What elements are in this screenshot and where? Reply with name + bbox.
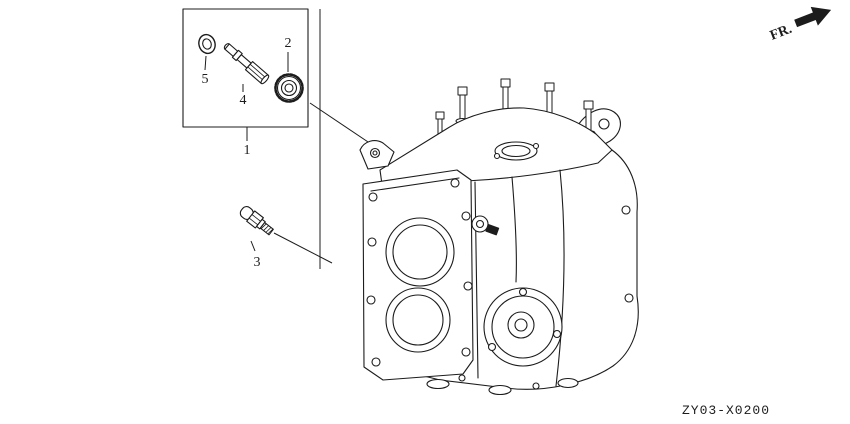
fr-arrow-icon [794, 6, 832, 28]
side-boss-hole [621, 205, 631, 215]
body-form-line [474, 181, 479, 379]
thermostat-opening [493, 141, 540, 161]
bottom-flange [426, 374, 579, 396]
leader-line-part3 [250, 240, 256, 252]
leader-line-part5 [204, 55, 207, 71]
parts-group-box [182, 8, 309, 128]
crankcase-cover [483, 287, 563, 367]
callout-part-4: 4 [240, 93, 247, 108]
engine-block-illustration [359, 78, 639, 396]
cylinder-bores [385, 217, 455, 353]
callout-part-3: 3 [254, 255, 261, 270]
callout-part-1: 1 [244, 143, 251, 158]
sensor-part-illustration [239, 206, 274, 236]
callout-part-5: 5 [202, 72, 209, 87]
shaft-part-illustration [223, 43, 270, 85]
gear-part-illustration [274, 73, 304, 103]
leader-line-sensor-to-block [273, 232, 333, 264]
front-label: FR. [768, 22, 794, 44]
washer-part-illustration [198, 33, 216, 55]
rib-line-right [555, 169, 565, 387]
rib-line-center [511, 176, 517, 283]
diagram-code: ZY03-X0200 [682, 403, 770, 418]
front-direction-indicator: FR. [768, 6, 832, 44]
callout-part-2: 2 [285, 36, 292, 51]
deck-crease-line [465, 149, 613, 182]
side-boss-hole [624, 293, 634, 303]
face-chamfer-line [370, 177, 460, 192]
head-bolt-holes [366, 178, 473, 367]
callout-labels: 1 2 3 4 5 [202, 36, 292, 270]
parts-detail-group [182, 8, 309, 128]
left-bracket [359, 140, 395, 170]
